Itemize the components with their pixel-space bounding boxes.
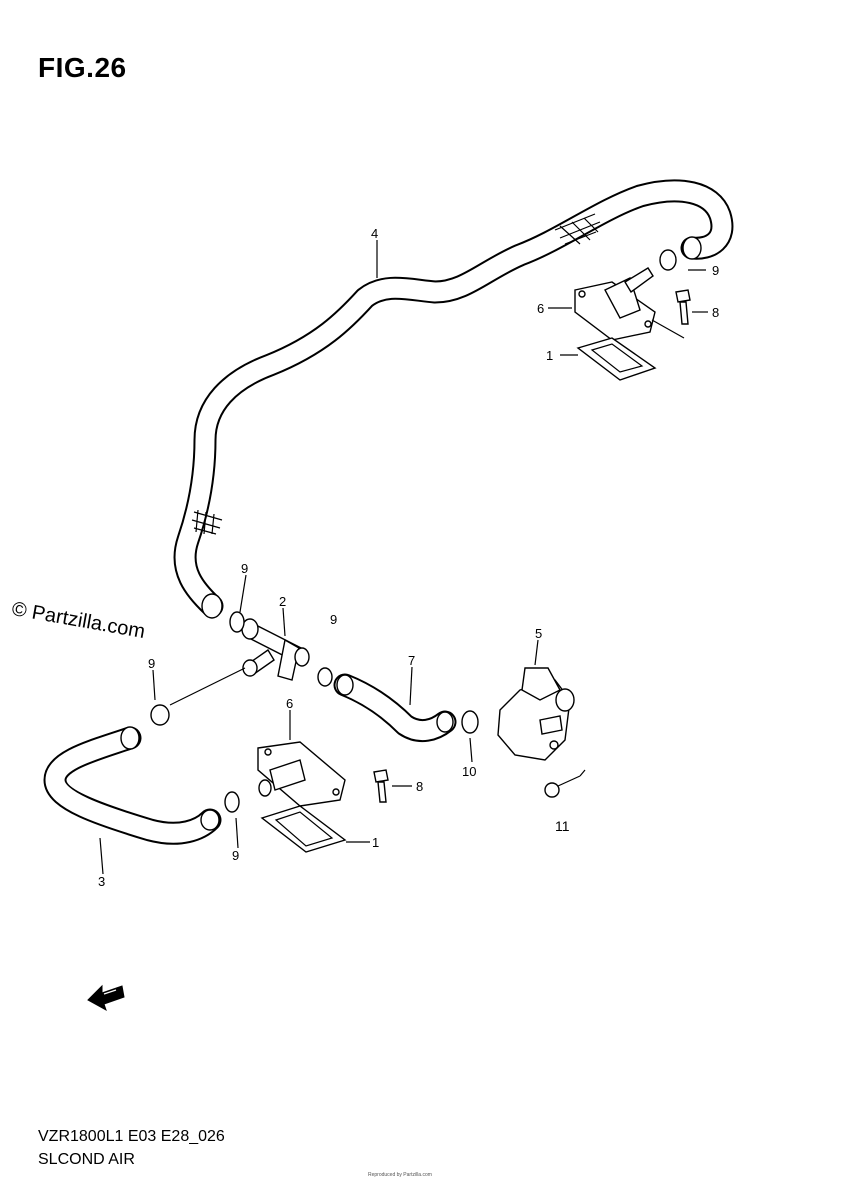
figure-title: FIG.26 bbox=[38, 52, 127, 83]
callout-7: 7 bbox=[408, 653, 415, 668]
clamp-left[interactable] bbox=[150, 704, 170, 726]
clamp-upper-right[interactable] bbox=[659, 249, 677, 271]
callout-9-bottom: 9 bbox=[232, 848, 239, 863]
clamp-10[interactable] bbox=[461, 710, 479, 734]
bolt-lower[interactable] bbox=[373, 769, 389, 803]
callout-1-bottom: 1 bbox=[372, 835, 379, 850]
tee-fitting-2[interactable] bbox=[241, 618, 310, 681]
fine-print: Reproduced by Partzilla.com bbox=[368, 1172, 432, 1178]
gasket-lower[interactable] bbox=[260, 805, 347, 853]
model-code: VZR1800L1 E03 E28_026 bbox=[38, 1128, 225, 1145]
callout-11: 11 bbox=[555, 818, 570, 834]
reed-valve-cover-upper[interactable] bbox=[574, 267, 656, 341]
hose-7[interactable] bbox=[333, 673, 457, 743]
callout-8-bottom: 8 bbox=[416, 779, 423, 794]
hose-mesh-lower bbox=[191, 509, 223, 535]
pair-valve-5[interactable] bbox=[497, 667, 575, 761]
callout-9-tee-upper: 9 bbox=[241, 561, 248, 576]
callout-6-bottom: 6 bbox=[286, 696, 293, 711]
hose-3[interactable] bbox=[43, 726, 222, 845]
hose-4[interactable] bbox=[173, 179, 734, 619]
clamp-tee-upper[interactable] bbox=[229, 611, 245, 633]
callout-9-left: 9 bbox=[148, 656, 155, 671]
leader-lines bbox=[99, 240, 708, 875]
callout-8-top: 8 bbox=[712, 305, 719, 320]
clamp-tee-right[interactable] bbox=[317, 667, 333, 687]
callout-3: 3 bbox=[98, 874, 105, 889]
callout-2: 2 bbox=[279, 594, 286, 609]
callout-6-top: 6 bbox=[537, 301, 544, 316]
gasket-upper[interactable] bbox=[576, 337, 657, 381]
callout-4: 4 bbox=[371, 226, 378, 241]
fwd-arrow-icon bbox=[87, 984, 125, 1012]
clamp-bottom[interactable] bbox=[224, 791, 240, 813]
callout-9-tee-right: 9 bbox=[330, 612, 337, 627]
callout-5: 5 bbox=[535, 626, 542, 641]
callout-1-top: 1 bbox=[546, 348, 553, 363]
section-name: SLCOND AIR bbox=[38, 1151, 135, 1168]
callout-10: 10 bbox=[462, 764, 476, 779]
screw-11[interactable] bbox=[544, 775, 581, 798]
bolt-upper[interactable] bbox=[675, 289, 691, 325]
callout-9-top-right: 9 bbox=[712, 263, 719, 278]
reed-valve-cover-lower[interactable] bbox=[257, 741, 346, 807]
hose-mesh-upper bbox=[554, 213, 601, 245]
